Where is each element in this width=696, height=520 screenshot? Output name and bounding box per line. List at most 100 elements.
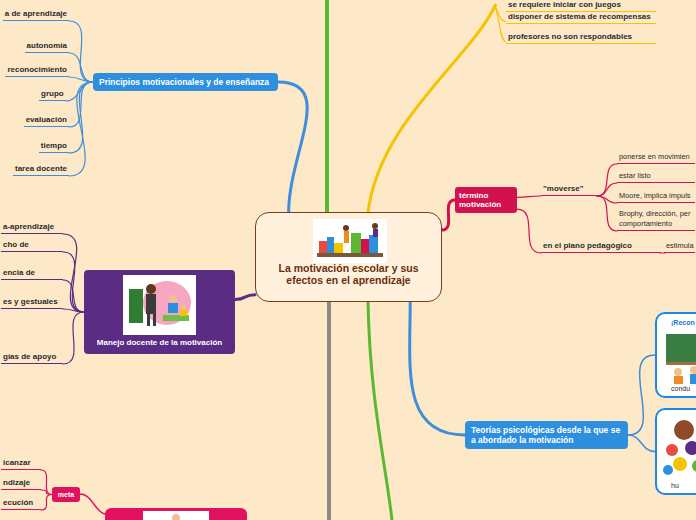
decor-shape <box>129 289 143 323</box>
leaf-text: grupo <box>41 89 64 99</box>
node-label: ¡Recon <box>671 318 695 327</box>
decor-shape <box>317 253 383 257</box>
decor-shape <box>666 362 696 365</box>
leaf-text: evaluación <box>26 115 67 125</box>
topic-box: Teorías psicológicas desde la que se a a… <box>465 421 628 449</box>
leaf-text: ponerse en movimien <box>619 152 693 162</box>
branch-leaf: ecución <box>1 498 41 510</box>
branch-leaf: se requiere iniciar con juegos <box>506 0 656 12</box>
branch-connector <box>597 164 617 196</box>
decor-shape <box>168 303 178 313</box>
branch-leaf: disponer de sistema de recompensas <box>506 12 656 24</box>
leaf-text: reconocimiento <box>7 65 67 75</box>
branch-leaf: icanzar <box>1 458 41 470</box>
node-label: Principios motivacionales y de enseñanza <box>99 77 272 87</box>
image-card: hu <box>655 408 696 495</box>
decor-shape <box>368 4 496 212</box>
branch-connector <box>278 82 307 212</box>
branch-connector <box>69 21 93 82</box>
decor-shape <box>143 511 209 520</box>
leaf-text: se requiere iniciar con juegos <box>508 0 654 10</box>
branch-connector <box>410 302 465 435</box>
branch-leaf: tiempo <box>39 141 69 153</box>
decor-shape <box>674 420 694 440</box>
image-card: ¡Recon condu <box>655 312 696 398</box>
decor-shape <box>351 233 361 253</box>
decor-shape <box>674 376 683 384</box>
leaf-text: Moore, implica impuls <box>619 191 693 201</box>
decor-shape <box>690 374 696 384</box>
decor-shape <box>123 275 196 335</box>
node-label: hu <box>671 481 679 490</box>
decor-shape <box>692 460 696 472</box>
leaf-text: estimula <box>666 241 693 251</box>
branch-connector <box>628 435 655 452</box>
branch-leaf: "moverse" <box>541 184 597 196</box>
topic-box: término motivación <box>455 187 517 213</box>
node-label: condu <box>671 384 690 393</box>
decor-shape <box>344 231 349 243</box>
decor-shape <box>80 494 105 514</box>
decor-shape <box>663 465 673 475</box>
branch-leaf: ndizaje <box>1 478 41 490</box>
branch-leaf: en el plano pedagógico <box>541 241 661 253</box>
decor-shape <box>372 223 378 229</box>
card-illustration <box>662 330 696 384</box>
leaf-text: profesores no son respondables <box>508 32 654 42</box>
branch-leaf: ponerse en movimien <box>617 152 695 164</box>
branch-leaf: a-aprendizaje <box>1 222 63 234</box>
branch-leaf: profesores no son respondables <box>506 32 656 44</box>
topic-box: Manejo docente de la motivación <box>84 270 235 354</box>
decor-shape <box>180 310 187 316</box>
leaf-text: "moverse" <box>543 184 595 194</box>
decor-shape <box>169 295 177 303</box>
decor-shape <box>105 508 247 520</box>
decor-shape <box>373 229 378 237</box>
branch-leaf: es y gestuales <box>1 297 63 309</box>
card-illustration <box>662 414 696 480</box>
branch-connector <box>69 77 93 82</box>
leaf-text: a de aprendizaje <box>5 9 67 19</box>
branch-leaf: autonomía <box>25 41 69 53</box>
decor-shape <box>368 302 392 520</box>
leaf-text: a-aprendizaje <box>3 222 61 232</box>
node-label: Teorías psicológicas desde la que se a a… <box>471 425 622 445</box>
branch-connector <box>41 490 52 495</box>
leaf-text: tarea docente <box>15 164 67 174</box>
decor-shape <box>690 366 696 374</box>
decor-shape <box>685 441 696 455</box>
branch-connector <box>69 53 93 82</box>
branch-connector <box>628 355 655 435</box>
decor-shape <box>172 514 180 520</box>
decor-shape <box>369 235 378 253</box>
decor-shape <box>146 294 156 314</box>
teacher-illustration <box>123 275 196 335</box>
decor-shape <box>146 284 156 294</box>
branch-connector <box>63 234 84 312</box>
decor-shape <box>666 444 678 456</box>
branch-leaf: estar listo <box>617 171 695 183</box>
branch-connector <box>597 183 617 196</box>
branch-connector <box>517 196 541 197</box>
decor-shape <box>666 334 696 362</box>
leaf-text: estar listo <box>619 171 693 181</box>
leaf-text: tiempo <box>41 141 67 151</box>
central-topic: La motivación escolar y sus efectos en e… <box>255 212 442 302</box>
leaf-text: disponer de sistema de recompensas <box>508 12 654 22</box>
branch-connector <box>69 82 93 176</box>
leaf-text: es y gestuales <box>3 297 61 307</box>
branch-leaf: Brophy, dirección, per comportamiento <box>617 209 695 231</box>
leaf-text: gías de apoyo <box>3 352 61 362</box>
branch-connector <box>41 470 52 495</box>
leaf-text: Brophy, dirección, per comportamiento <box>619 209 693 229</box>
leaf-text: cho de <box>3 240 61 250</box>
branch-connector <box>41 495 52 511</box>
decor-shape <box>662 330 696 384</box>
leaf-text: en el plano pedagógico <box>543 241 659 251</box>
branch-leaf: evaluación <box>24 115 69 127</box>
branch-connector <box>63 280 84 312</box>
branch-connector <box>63 312 84 364</box>
leaf-text: encia de <box>3 268 61 278</box>
node-label: meta <box>52 487 80 502</box>
